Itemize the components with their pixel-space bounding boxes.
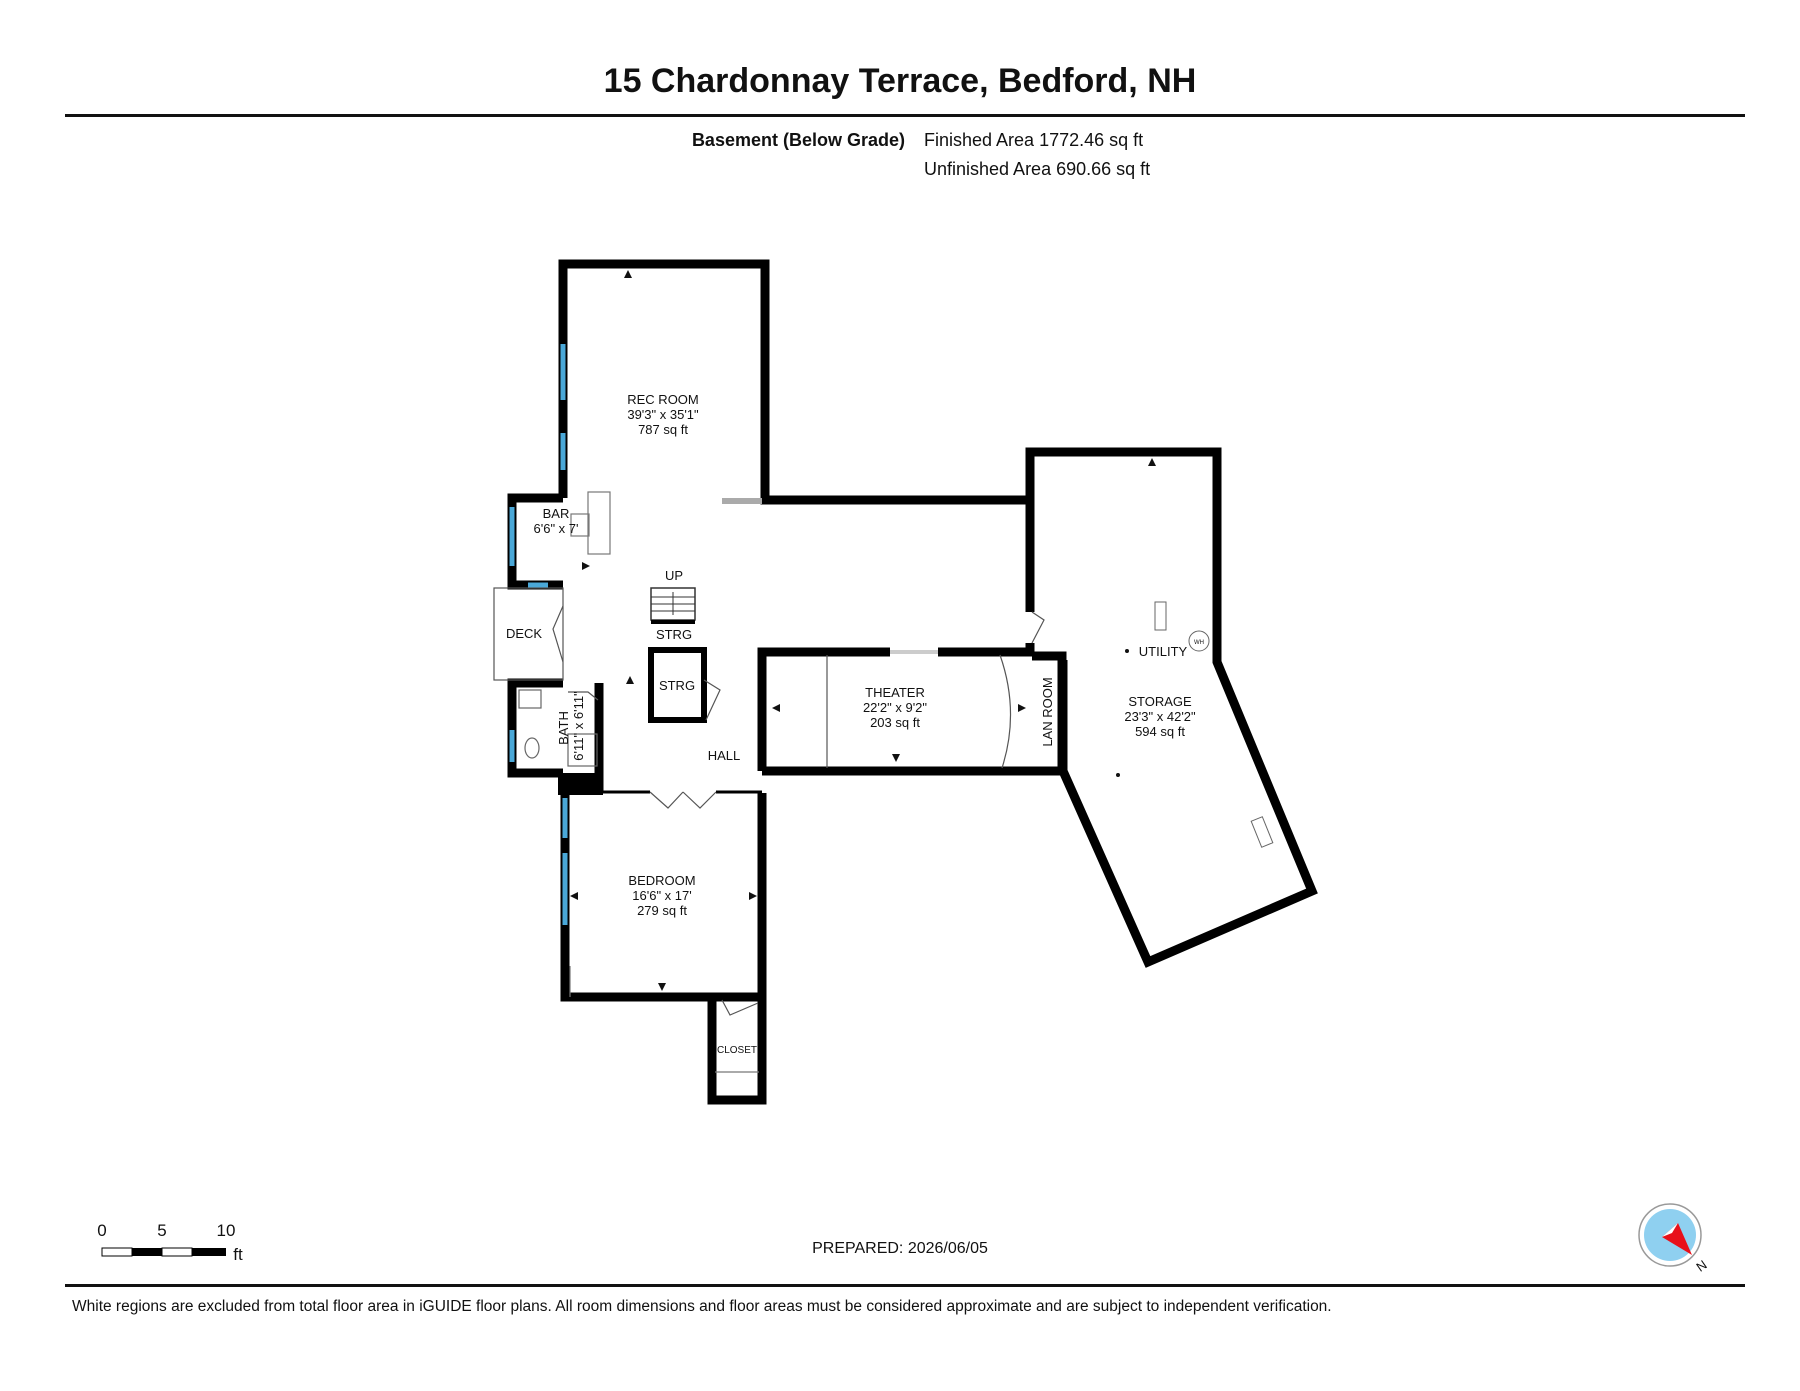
storage-name: STORAGE — [1128, 694, 1192, 709]
bath-dims: 6'11" x 6'11" — [571, 691, 586, 761]
rec-room-dims: 39'3" x 35'1" — [627, 407, 699, 422]
prepared-date: PREPARED: 2026/06/05 — [812, 1240, 988, 1257]
hall-name: HALL — [708, 748, 741, 763]
rec-room-area: 787 sq ft — [638, 422, 688, 437]
deck-door — [552, 605, 564, 663]
utility-door — [1031, 611, 1045, 644]
scale-tick-10: 10 — [217, 1221, 236, 1240]
scale-tick-0: 0 — [97, 1221, 106, 1240]
compass-icon: N — [1638, 1203, 1710, 1275]
theater-screen-arc — [999, 654, 1012, 769]
strg-upper-name: STRG — [656, 627, 692, 642]
bar-dims: 6'6" x 7' — [534, 521, 579, 536]
toilet — [524, 737, 540, 759]
water-heater-label: WH — [1194, 640, 1204, 646]
page-title: 15 Chardonnay Terrace, Bedford, NH — [603, 62, 1197, 100]
room-labels: REC ROOM 39'3" x 35'1" 787 sq ft BAR 6'6… — [506, 392, 1204, 1056]
windows — [509, 344, 568, 925]
scale-unit: ft — [233, 1245, 243, 1264]
strg-lower-name: STRG — [659, 678, 695, 693]
bedroom-area: 279 sq ft — [637, 903, 687, 918]
footer-rule — [65, 1284, 1745, 1287]
scale-bar: 0 5 10 ft — [97, 1221, 243, 1264]
storage-dims: 23'3" x 42'2" — [1124, 709, 1196, 724]
furnace — [1154, 601, 1167, 631]
strg-lower-wall — [648, 647, 707, 723]
deck-outline — [493, 587, 564, 681]
deck-name: DECK — [506, 626, 542, 641]
lan-room-wall — [1032, 651, 1067, 770]
bar-name: BAR — [543, 506, 570, 521]
lan-room-name: LAN ROOM — [1040, 677, 1055, 746]
unfinished-area: Unfinished Area 690.66 sq ft — [924, 159, 1151, 179]
dot — [1116, 773, 1120, 777]
bedroom-door-left — [649, 791, 684, 809]
rec-room-name: REC ROOM — [627, 392, 699, 407]
compass-north-label: N — [1693, 1257, 1709, 1275]
doors — [552, 605, 1045, 1016]
interior-lines — [493, 491, 1012, 1073]
storage-wall — [1025, 447, 1318, 968]
theater-dims: 22'2" x 9'2" — [863, 700, 927, 715]
bedroom-dims: 16'6" x 17' — [632, 888, 691, 903]
storage-area: 594 sq ft — [1135, 724, 1185, 739]
bar-counter — [587, 491, 611, 555]
bar-sink — [570, 513, 590, 537]
bath-door — [568, 691, 599, 701]
dimension-arrows — [570, 270, 1156, 991]
bath-sink — [518, 689, 542, 709]
prepared-date-wrap: PREPARED: 2026/06/05 — [0, 1240, 1800, 1258]
floor-fill — [563, 264, 765, 794]
theater-name: THEATER — [865, 685, 925, 700]
column — [558, 773, 603, 795]
theater-wall — [757, 647, 890, 771]
closet-wall — [707, 997, 767, 1105]
strg-door — [703, 679, 721, 721]
dot — [1125, 649, 1129, 653]
storage-tank — [1250, 816, 1274, 848]
theater-area: 203 sq ft — [870, 715, 920, 730]
closet-name: CLOSET — [717, 1045, 757, 1056]
bath-wall — [507, 678, 563, 778]
stairs — [650, 587, 696, 624]
water-heater-icon — [1188, 630, 1210, 652]
utility-name: UTILITY — [1139, 644, 1188, 659]
bedroom-door-right — [682, 791, 717, 809]
closet-door — [721, 999, 759, 1016]
scale-tick-5: 5 — [157, 1221, 166, 1240]
shower — [567, 733, 598, 767]
finished-area: Finished Area 1772.46 sq ft — [924, 130, 1144, 150]
disclaimer: White regions are excluded from total fl… — [72, 1298, 1332, 1315]
utility-fixtures — [1154, 601, 1274, 848]
bedroom-name: BEDROOM — [628, 873, 695, 888]
up-label: UP — [665, 568, 683, 583]
level-label: Basement (Below Grade) — [691, 130, 905, 150]
bath-fixtures — [518, 689, 598, 767]
header-rule — [65, 114, 1745, 117]
bath-name: BATH — [556, 711, 571, 745]
